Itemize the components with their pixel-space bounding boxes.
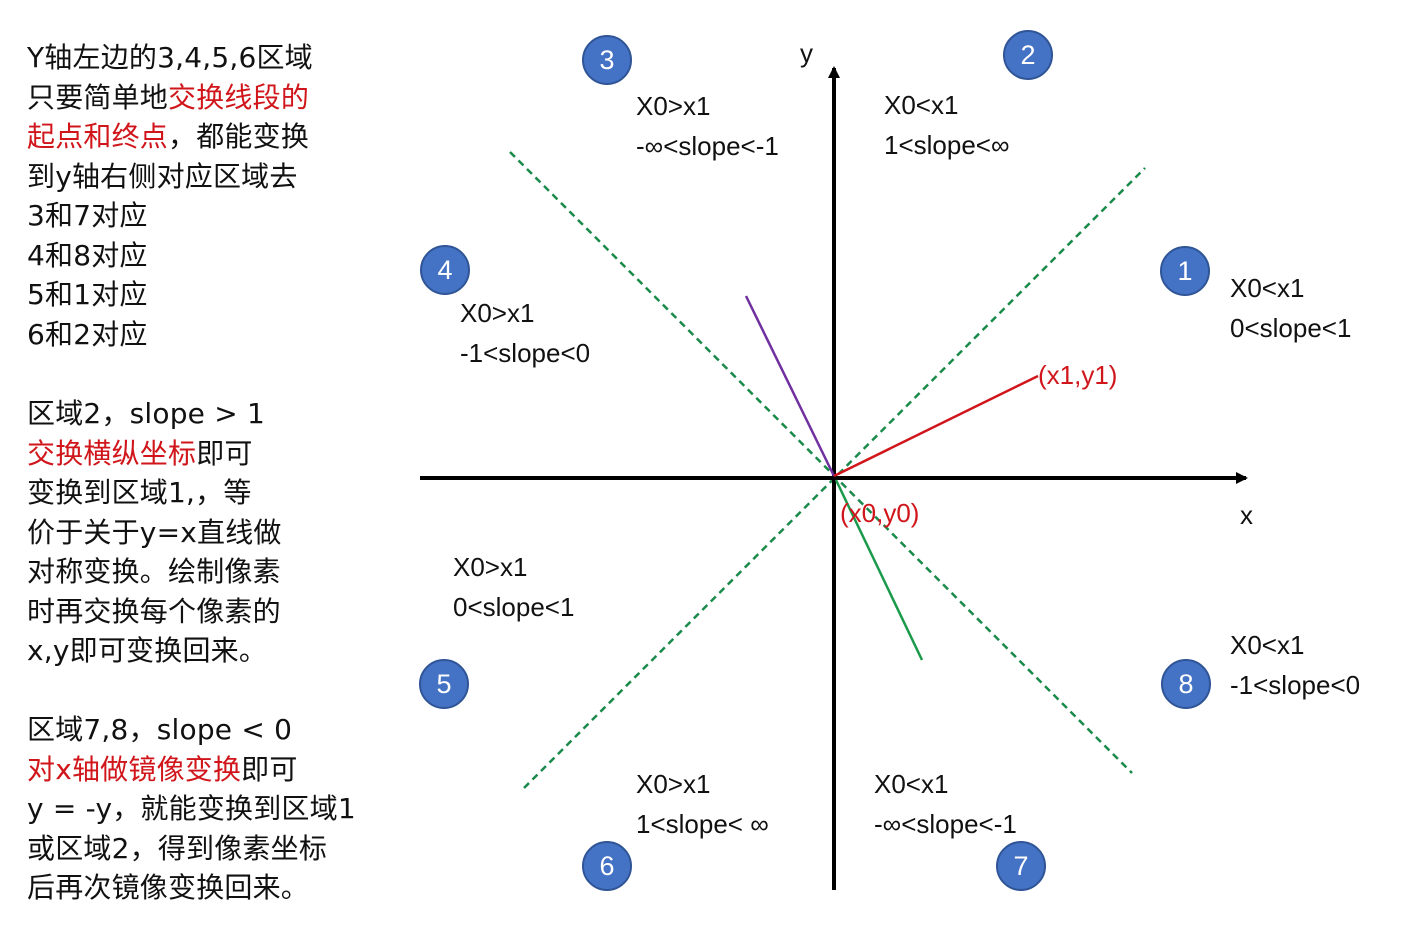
region-condition: X0<x1 (1230, 630, 1305, 660)
text-line: 时再交换每个像素的 (27, 594, 281, 628)
region-slope: 0<slope<1 (453, 592, 575, 622)
region-condition: X0<x1 (884, 90, 959, 120)
text-line: 只要简单地交换线段的 (27, 80, 310, 114)
explanation-block-regions: Y轴左边的3,4,5,6区域 只要简单地交换线段的 起点和终点，都能变换 到y轴… (27, 38, 313, 354)
region-label-6: X0>x1 1<slope< ∞ (636, 764, 769, 844)
region-label-1: X0<x1 0<slope<1 (1230, 268, 1351, 348)
segment-purple (744, 295, 836, 477)
text-line: 5和1对应 (27, 278, 148, 311)
highlight-text: 对x轴做镜像变换 (27, 752, 242, 786)
text-line: 3和7对应 (27, 199, 148, 232)
region-label-4: X0>x1 -1<slope<0 (460, 293, 590, 373)
region-condition: X0>x1 (636, 91, 711, 121)
region-badge-5: 5 (419, 659, 469, 709)
highlight-text: 交换线段的 (168, 80, 310, 114)
highlight-text: 交换横纵坐标 (27, 436, 197, 470)
text-line: 4和8对应 (27, 238, 148, 272)
region-label-2: X0<x1 1<slope<∞ (884, 85, 1010, 165)
y-axis-label: y (800, 38, 813, 68)
region-condition: X0>x1 (636, 769, 711, 799)
start-point-label: (x0,y0) (840, 498, 920, 528)
region-badge-1: 1 (1160, 246, 1210, 296)
end-point-label: (x1,y1) (1038, 360, 1118, 390)
region-condition: X0<x1 (1230, 273, 1305, 303)
text-line: 价于关于y=x直线做 (27, 515, 282, 549)
text-line: 后再次镜像变换回来。 (27, 871, 310, 904)
text-line: 对x轴做镜像变换即可 (27, 752, 298, 786)
region-badge-2: 2 (1003, 30, 1053, 80)
diagonal-line-negative (509, 151, 1133, 774)
explanation-block-region78: 区域7,8，slope < 0 对x轴做镜像变换即可 y = -y，就能变换到区… (27, 710, 356, 908)
text-line: 或区域2，得到像素坐标 (27, 831, 328, 865)
text-line: 到y轴右侧对应区域去 (27, 159, 298, 193)
region-label-3: X0>x1 -∞<slope<-1 (636, 86, 779, 166)
region-badge-8: 8 (1161, 659, 1211, 709)
explanation-block-region2: 区域2，slope > 1 交换横纵坐标即可 变换到区域1,，等 价于关于y=x… (27, 394, 282, 671)
text-line: 对称变换。绘制像素 (27, 555, 281, 588)
region-slope: -∞<slope<-1 (874, 809, 1017, 839)
text-line: y = -y，就能变换到区域1 (27, 792, 356, 825)
region-condition: X0<x1 (874, 769, 949, 799)
text-line: 区域7,8，slope < 0 (27, 713, 293, 746)
segment-green (834, 479, 924, 661)
x-axis-label: x (1240, 500, 1253, 530)
text-line: x,y即可变换回来。 (27, 634, 268, 667)
text-line: 区域2，slope > 1 (27, 397, 265, 430)
region-label-7: X0<x1 -∞<slope<-1 (874, 764, 1017, 844)
text-line: Y轴左边的3,4,5,6区域 (27, 41, 313, 74)
text-line: 交换横纵坐标即可 (27, 436, 253, 470)
text-line: 变换到区域1,，等 (27, 476, 252, 509)
text-line: 6和2对应 (27, 317, 148, 351)
region-badge-7: 7 (996, 841, 1046, 891)
text-line: 起点和终点，都能变换 (27, 120, 310, 153)
region-slope: -1<slope<0 (1230, 670, 1361, 700)
region-condition: X0>x1 (453, 552, 528, 582)
region-slope: 1<slope< ∞ (636, 809, 769, 839)
region-condition: X0>x1 (460, 298, 535, 328)
region-slope: -1<slope<0 (460, 338, 591, 368)
region-slope: -∞<slope<-1 (636, 131, 779, 161)
region-label-5: X0>x1 0<slope<1 (453, 547, 574, 627)
region-badge-4: 4 (420, 245, 470, 295)
segment-red (833, 374, 1039, 478)
region-slope: 1<slope<∞ (884, 130, 1010, 160)
region-badge-6: 6 (582, 841, 632, 891)
region-label-8: X0<x1 -1<slope<0 (1230, 625, 1360, 705)
region-badge-3: 3 (582, 35, 632, 85)
region-slope: 0<slope<1 (1230, 313, 1352, 343)
highlight-text: 起点和终点 (27, 120, 169, 153)
